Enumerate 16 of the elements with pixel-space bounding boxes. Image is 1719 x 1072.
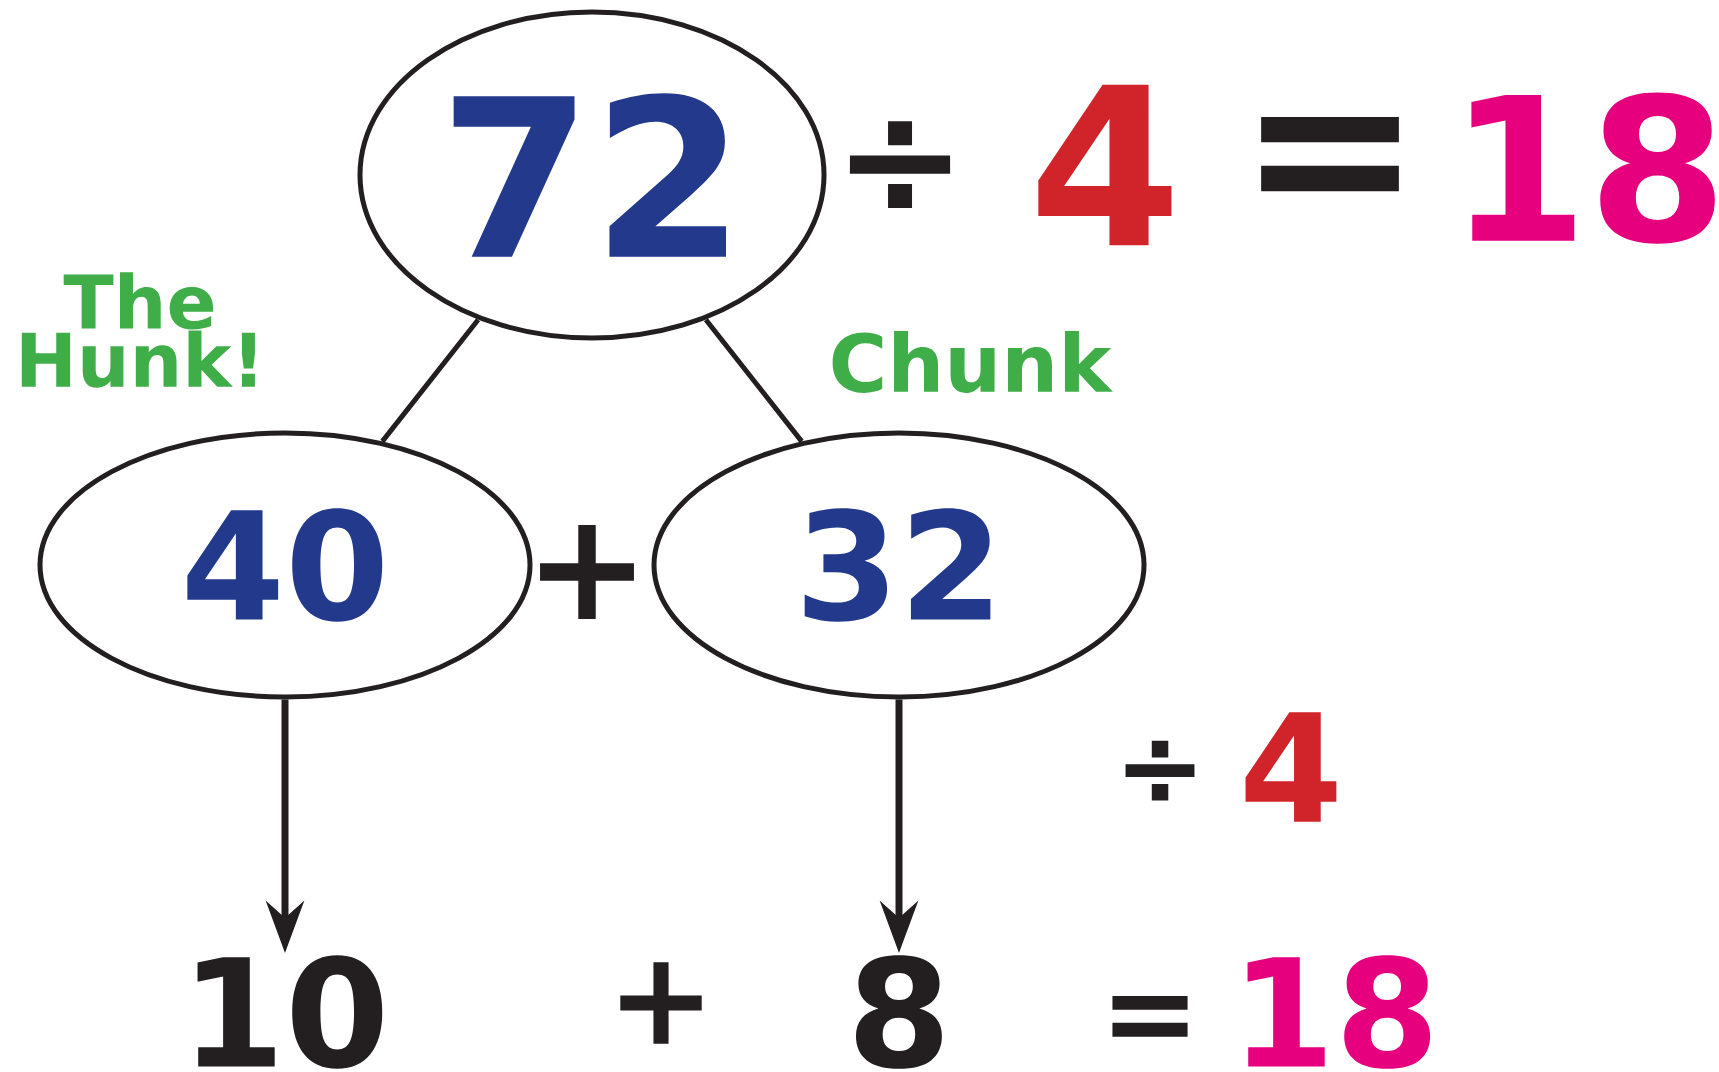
number: 18 <box>1247 955 1431 1069</box>
connector-line <box>703 318 804 443</box>
plus-sign: + <box>540 525 634 620</box>
number: 18 <box>1471 92 1715 244</box>
number: 10 <box>197 955 383 1069</box>
caption-text: Chunk <box>832 331 1113 393</box>
equals-sign: = <box>1261 117 1399 192</box>
caption-text: The Hunk! <box>21 272 255 388</box>
equals-sign: = <box>1112 996 1188 1037</box>
division-sign: ÷ <box>849 121 951 209</box>
number: 8 <box>856 955 942 1069</box>
number: 4 <box>1245 712 1337 822</box>
number: 4 <box>1038 84 1172 246</box>
plus-sign: + <box>620 962 702 1044</box>
division-sign: ÷ <box>1125 740 1195 801</box>
connector-line <box>380 318 481 443</box>
